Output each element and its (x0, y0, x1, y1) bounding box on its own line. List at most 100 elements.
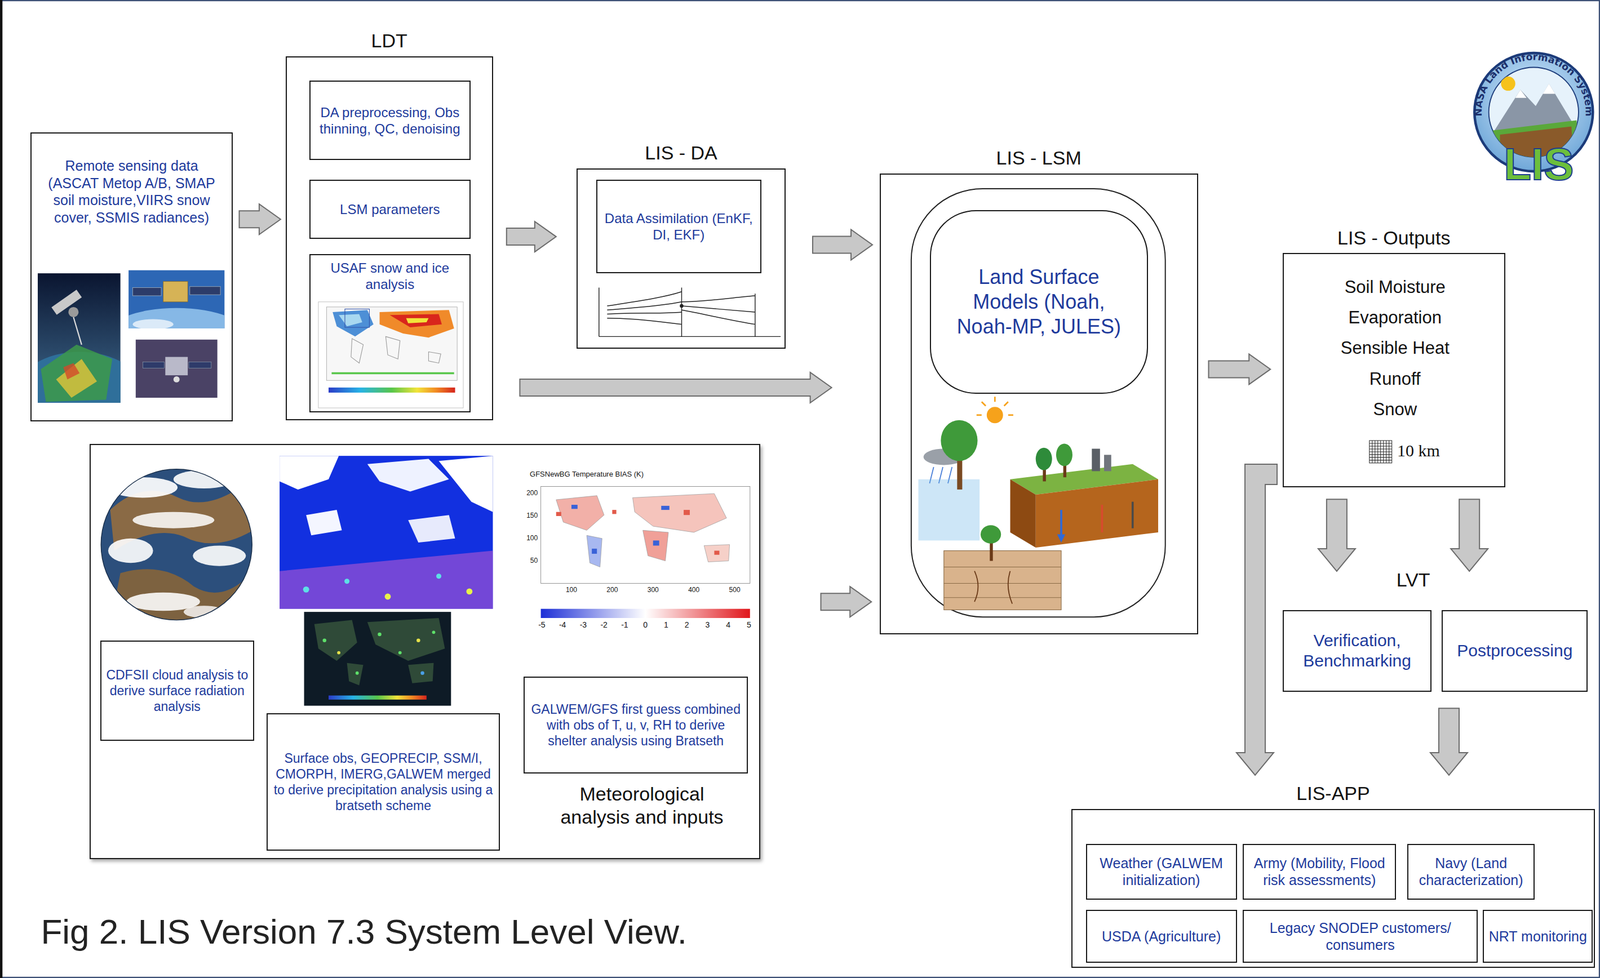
block-arrow (1430, 707, 1468, 776)
chart-label: 400 (688, 586, 700, 595)
arrow-shaft (507, 228, 537, 245)
arrow-shaft (240, 211, 261, 228)
module-title: LIS - DA (464, 141, 898, 165)
arrow-shaft (1439, 708, 1459, 755)
chart-label: 500 (729, 586, 741, 595)
process-box: DA preprocessing, Obs thinning, QC, deno… (309, 80, 471, 161)
process-box: USAF snow and ice analysis (309, 254, 471, 413)
figure-caption: Fig 2. LIS Version 7.3 System Level View… (40, 911, 687, 954)
output-box: LIS - OutputsSoil MoistureEvaporationSen… (1282, 253, 1506, 488)
text-area: Land Surface Models (Noah, Noah-MP, JULE… (931, 211, 1147, 393)
arrow-head (1236, 752, 1274, 776)
process-box: Verification, Benchmarking (1282, 610, 1432, 693)
snow-ice-map (318, 302, 464, 409)
box-text: Verification, Benchmarking (1287, 630, 1427, 672)
block-arrow (812, 229, 873, 261)
chart-label: 50 (530, 557, 538, 566)
output-item: Snow (1283, 399, 1507, 421)
arrow-shaft (821, 594, 853, 610)
text-area: Remote sensing data (ASCAT Metop A/B, SM… (31, 133, 232, 420)
block-arrow (820, 586, 872, 618)
application-box: NRT monitoring (1482, 910, 1594, 964)
chart-label: 4 (725, 620, 731, 630)
arrow-head (1430, 752, 1468, 776)
process-box: Surface obs, GEOPRECIP, SSM/I, CMORPH, I… (266, 713, 501, 852)
output-item: 10 km (1397, 440, 1489, 462)
process-box: GALWEM/GFS first guess combined with obs… (523, 676, 748, 774)
box-text: Data Assimilation (EnKF, DI, EKF) (601, 210, 756, 244)
box-text: CDFSII cloud analysis to derive surface … (104, 667, 250, 715)
process-box: CDFSII cloud analysis to derive surface … (100, 640, 255, 741)
process-box: Postprocessing (1441, 610, 1588, 693)
chart-label: GFSNewBG Temperature BIAS (K) (529, 470, 644, 480)
chart-label: -2 (600, 620, 607, 630)
application-box: USDA (Agriculture) (1086, 910, 1238, 964)
chart-label: 5 (746, 620, 752, 630)
module-title: LIS - Outputs (1171, 226, 1600, 250)
input-box: Remote sensing data (ASCAT Metop A/B, SM… (30, 132, 233, 421)
box-text: DA preprocessing, Obs thinning, QC, deno… (315, 104, 465, 138)
text-area: USAF snow and ice analysis (310, 255, 470, 412)
module-box: LDTDA preprocessing, Obs thinning, QC, d… (285, 56, 494, 421)
satellite-images (16, 270, 251, 434)
text-area: Weather (GALWEM initialization) (1087, 845, 1236, 900)
chart-label: -3 (579, 620, 587, 630)
arrow-head (1318, 548, 1356, 572)
arrow-shaft (813, 237, 853, 254)
logo-text: NASA Land Information System (1472, 50, 1595, 117)
box-text: LSM parameters (315, 201, 465, 218)
arrow-head (1450, 548, 1488, 572)
text-area: Verification, Benchmarking (1283, 611, 1431, 691)
module-title: LIS-APP (959, 782, 1600, 806)
precipitation-maps (279, 455, 493, 707)
block-arrow (506, 221, 557, 252)
arrow-head (849, 586, 872, 618)
group-title: LVT (1396, 569, 1431, 592)
module-title: LDT (174, 29, 605, 53)
box-text: Postprocessing (1446, 640, 1584, 662)
chart-label: 200 (526, 489, 538, 498)
output-item: Evaporation (1283, 307, 1507, 329)
chart-label: 2 (684, 620, 690, 630)
box-text: Land Surface Models (Noah, Noah-MP, JULE… (947, 264, 1130, 340)
text-area (577, 169, 785, 348)
application-box: Navy (Land characterization) (1407, 844, 1535, 901)
lsm-frame (911, 188, 1166, 618)
process-box: Data Assimilation (EnKF, DI, EKF) (596, 179, 762, 274)
arrow-head (810, 372, 832, 403)
text-area: Army (Mobility, Flood risk assessments) (1243, 845, 1395, 900)
block-arrow (238, 204, 281, 235)
text-area: Data Assimilation (EnKF, DI, EKF) (597, 180, 761, 273)
input-panel: Meteorological analysis and inputsCDFSII… (89, 444, 761, 860)
output-item: Soil Moisture (1283, 276, 1507, 299)
output-item: Sensible Heat (1283, 337, 1507, 359)
text-area (880, 174, 1198, 634)
arrow-head (259, 204, 281, 235)
data-assimilation-graph (599, 287, 781, 337)
module-box: LIS - DAData Assimilation (EnKF, DI, EKF… (576, 168, 786, 349)
text-area: CDFSII cloud analysis to derive surface … (101, 641, 254, 740)
model-box: Land Surface Models (Noah, Noah-MP, JULE… (929, 210, 1149, 394)
chart-label: 3 (705, 620, 711, 630)
block-arrow (1236, 474, 1278, 776)
chart-label: -4 (559, 620, 566, 630)
text-area: LSM parameters (310, 180, 470, 238)
chart-label: 100 (565, 586, 578, 595)
text-area: Surface obs, GEOPRECIP, SSM/I, CMORPH, I… (267, 714, 500, 850)
temperature-bias-map (541, 486, 751, 619)
arrow-head (534, 221, 557, 252)
module-title: LIS - LSM (768, 146, 1310, 170)
text-area: Legacy SNODEP customers/ consumers (1243, 911, 1477, 963)
arrow-head (851, 229, 873, 261)
arrow-head (1248, 353, 1271, 385)
application-box: Legacy SNODEP customers/ consumers (1242, 910, 1478, 964)
box-text: Surface obs, GEOPRECIP, SSM/I, CMORPH, I… (272, 750, 495, 814)
arrow-shaft (1209, 361, 1252, 378)
block-arrow (1208, 353, 1271, 385)
box-text: NRT monitoring (1487, 928, 1589, 946)
arrow-shaft (520, 379, 812, 396)
block-arrow (1450, 498, 1488, 572)
box-text: Weather (GALWEM initialization) (1090, 854, 1233, 890)
